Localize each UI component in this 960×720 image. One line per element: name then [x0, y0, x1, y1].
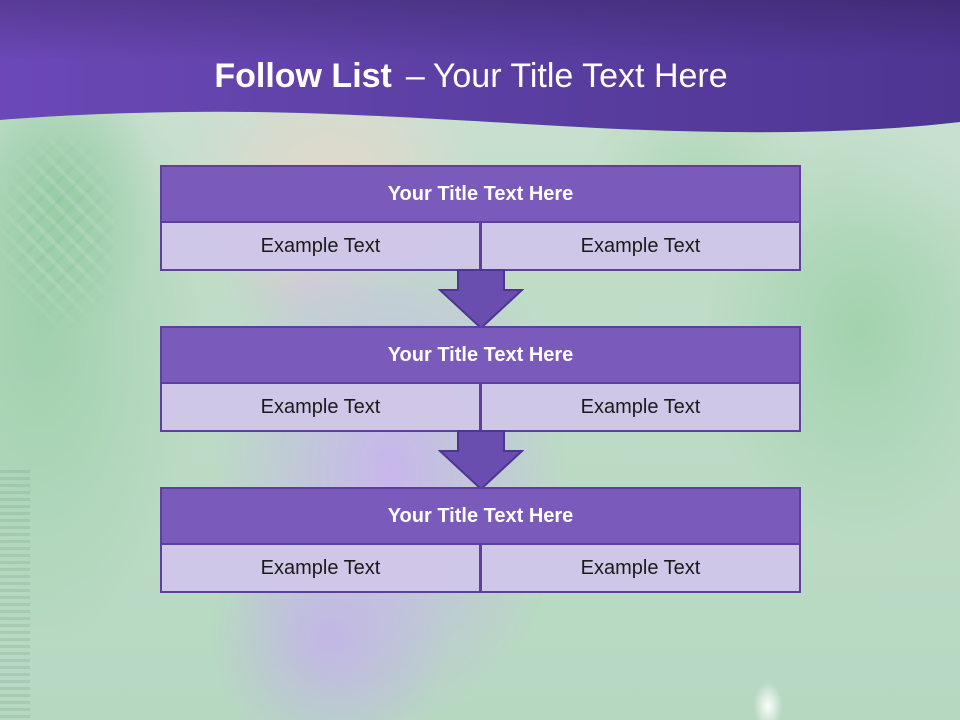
background-zipper: [0, 470, 30, 720]
flow-step-row: Example Text Example Text: [160, 543, 801, 593]
slide-title-rest: Your Title Text Here: [432, 57, 728, 95]
down-arrow-icon: [438, 430, 524, 491]
flow-step-1: Your Title Text Here Example Text Exampl…: [160, 165, 801, 271]
flow-step-row: Example Text Example Text: [160, 382, 801, 432]
flow-step-left-text: Example Text: [160, 221, 481, 271]
flow-step-right-text: Example Text: [480, 221, 801, 271]
flow-step-left-text: Example Text: [160, 382, 481, 432]
slide-title: Follow List–Your Title Text Here: [0, 52, 942, 100]
slide-title-dash: –: [405, 57, 425, 95]
header-band: [0, 0, 960, 133]
flow-step-right-text: Example Text: [480, 543, 801, 593]
flow-step-heading: Your Title Text Here: [160, 326, 801, 384]
down-arrow-icon: [438, 269, 524, 330]
flow-step-heading: Your Title Text Here: [160, 487, 801, 545]
slide-title-bold: Follow List: [214, 57, 392, 95]
flow-step-heading: Your Title Text Here: [160, 165, 801, 223]
flow-step-2: Your Title Text Here Example Text Exampl…: [160, 326, 801, 432]
flow-step-3: Your Title Text Here Example Text Exampl…: [160, 487, 801, 593]
flow-step-row: Example Text Example Text: [160, 221, 801, 271]
flow-step-right-text: Example Text: [480, 382, 801, 432]
background-highlight: [748, 676, 788, 720]
flow-step-left-text: Example Text: [160, 543, 481, 593]
